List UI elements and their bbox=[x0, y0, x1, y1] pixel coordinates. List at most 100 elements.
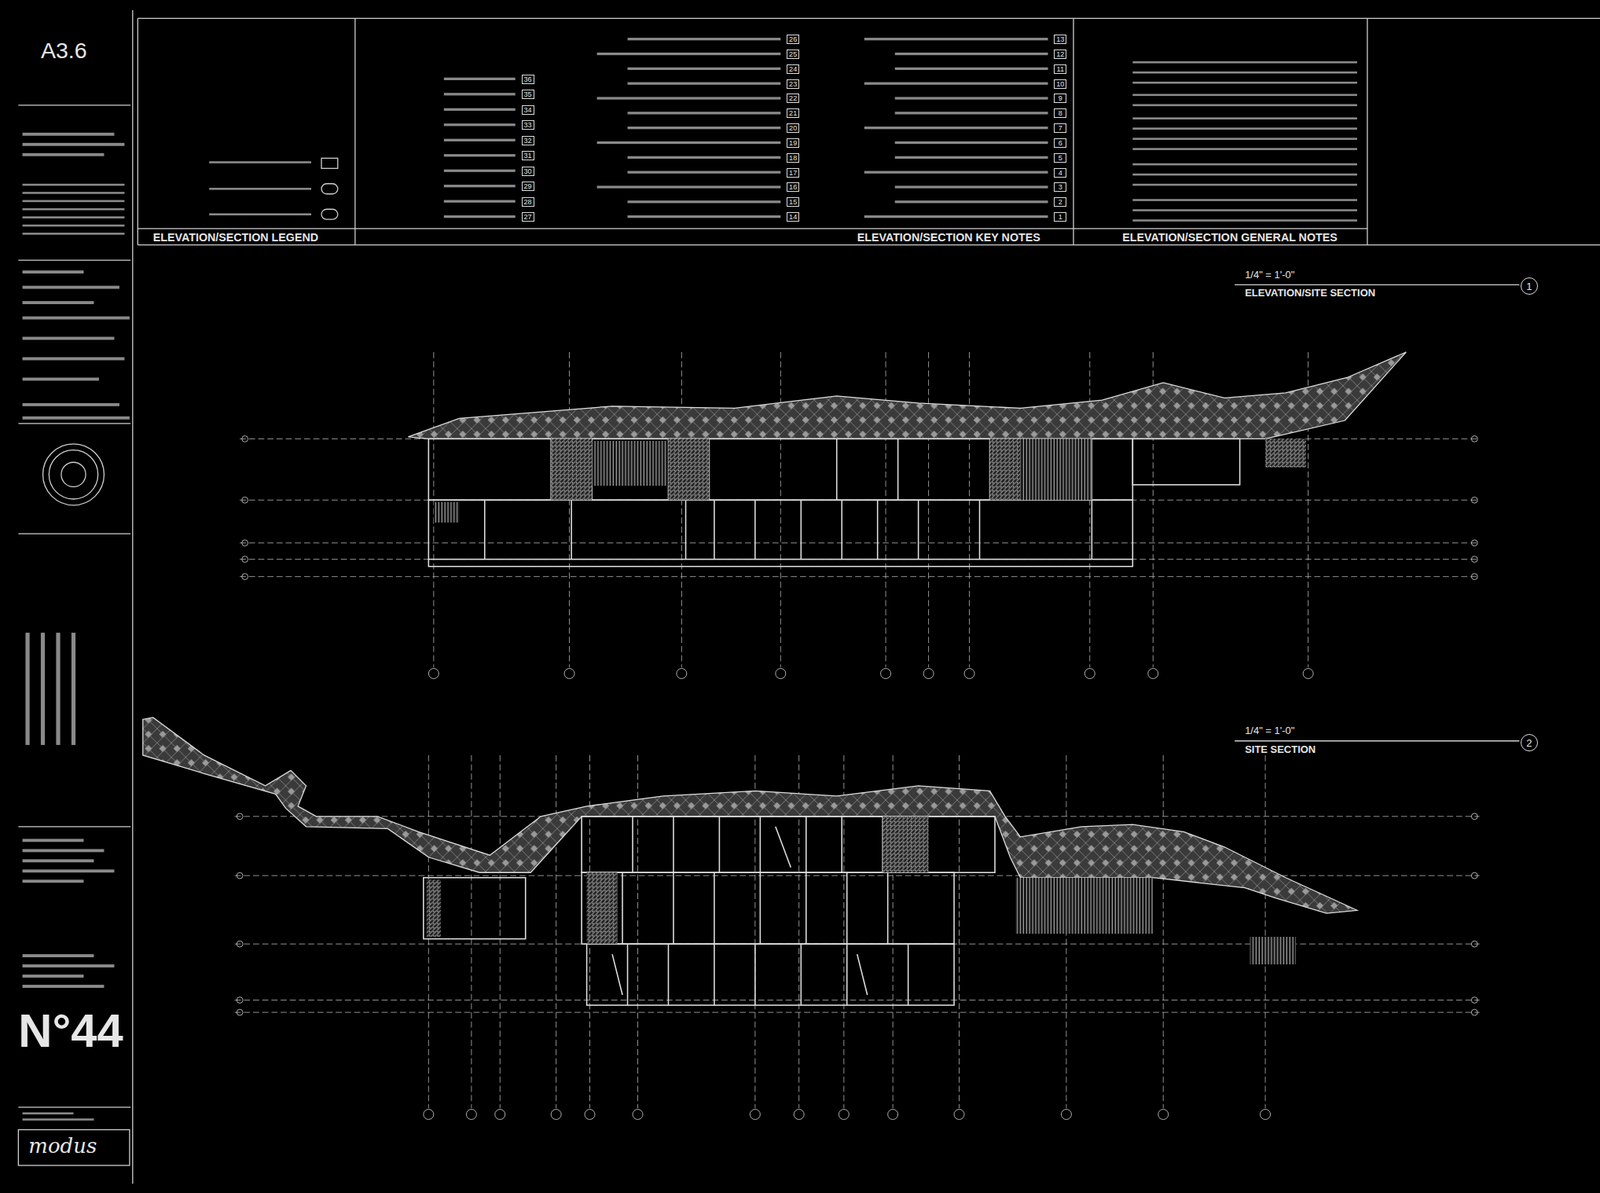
grid-line bbox=[470, 755, 472, 1109]
note-text-line bbox=[444, 169, 516, 173]
keynote-number: 2 bbox=[1053, 197, 1067, 207]
level-line bbox=[234, 875, 1480, 877]
grid-bubble bbox=[550, 1108, 562, 1120]
level-line bbox=[234, 999, 1480, 1001]
level-marker bbox=[236, 997, 243, 1004]
view-number: 2 bbox=[1520, 733, 1538, 752]
level-marker bbox=[242, 573, 249, 580]
grid-bubble bbox=[564, 668, 575, 679]
note-text-line bbox=[444, 154, 516, 157]
view-title: ELEVATION/SITE SECTION bbox=[1244, 287, 1376, 299]
keynote-number: 15 bbox=[786, 197, 800, 207]
level-line bbox=[239, 542, 1480, 544]
grid-bubble bbox=[954, 1108, 965, 1120]
level-marker bbox=[242, 496, 249, 503]
note-text-line bbox=[444, 215, 516, 218]
keynote-number: 34 bbox=[521, 105, 535, 115]
grid-bubble bbox=[1060, 1108, 1072, 1120]
note-text-line bbox=[627, 171, 782, 174]
scale-note: 1/4" = 1'-0" bbox=[1244, 269, 1295, 281]
keynote-number: 3 bbox=[1053, 182, 1067, 192]
keynote-number: 23 bbox=[786, 79, 800, 89]
keynote-number: 28 bbox=[521, 197, 535, 207]
level-marker bbox=[236, 872, 243, 879]
keynote-number: 24 bbox=[786, 64, 800, 74]
keynote-number: 32 bbox=[521, 135, 535, 146]
keynote-number: 4 bbox=[1053, 168, 1067, 178]
keynote-number: 17 bbox=[786, 168, 800, 178]
level-marker bbox=[236, 1009, 243, 1016]
grid-bubble bbox=[923, 668, 934, 679]
level-marker bbox=[242, 435, 249, 442]
note-text-line bbox=[444, 77, 516, 81]
level-marker bbox=[1471, 997, 1478, 1004]
keynote-number: 19 bbox=[786, 138, 800, 148]
keynote-number: 7 bbox=[1053, 123, 1067, 133]
note-text-line bbox=[627, 156, 782, 159]
keynote-number: 8 bbox=[1053, 108, 1067, 118]
grid-line bbox=[928, 352, 929, 668]
note-text-line bbox=[895, 67, 1049, 70]
grid-bubble bbox=[964, 668, 975, 679]
level-marker bbox=[1471, 496, 1478, 503]
level-line bbox=[234, 1012, 1480, 1013]
note-text-line bbox=[627, 37, 782, 41]
grid-bubble bbox=[1260, 1108, 1271, 1120]
note-text-line bbox=[444, 184, 516, 188]
grid-bubble bbox=[1148, 668, 1159, 679]
sheet-number: A3.6 bbox=[40, 38, 88, 63]
note-text-line bbox=[444, 200, 516, 203]
level-marker bbox=[1471, 539, 1478, 547]
note-text-line bbox=[627, 215, 782, 218]
keynote-number: 33 bbox=[521, 120, 535, 130]
grid-bubble bbox=[1302, 668, 1314, 679]
level-marker bbox=[1471, 435, 1478, 442]
keynote-number: 26 bbox=[786, 34, 800, 45]
note-text-line bbox=[627, 126, 782, 129]
keynote-number: 5 bbox=[1053, 153, 1067, 163]
grid-bubble bbox=[495, 1108, 506, 1120]
grid-bubble bbox=[1158, 1108, 1169, 1120]
note-text-line bbox=[864, 37, 1049, 41]
note-text-line bbox=[597, 96, 782, 100]
level-marker bbox=[236, 940, 243, 947]
level-marker bbox=[1471, 813, 1478, 820]
keynote-number: 1 bbox=[1053, 212, 1067, 222]
level-marker bbox=[1471, 1009, 1478, 1016]
grid-bubble bbox=[676, 668, 687, 679]
grid-bubble bbox=[880, 668, 892, 679]
keynote-number: 13 bbox=[1053, 34, 1067, 45]
grid-line bbox=[780, 352, 782, 668]
note-text-line bbox=[627, 82, 782, 85]
grid-line bbox=[681, 352, 683, 668]
note-text-line bbox=[895, 156, 1049, 159]
grid-line bbox=[1163, 755, 1164, 1109]
note-text-line bbox=[895, 141, 1049, 144]
grid-bubble bbox=[428, 668, 439, 679]
keynote-number: 14 bbox=[786, 212, 800, 222]
level-marker bbox=[242, 556, 249, 563]
keynote-number: 29 bbox=[521, 181, 535, 191]
note-text-line bbox=[627, 67, 782, 70]
note-text-line bbox=[864, 126, 1049, 129]
level-marker bbox=[1471, 573, 1478, 580]
note-text-line bbox=[627, 200, 782, 203]
scale-note: 1/4" = 1'-0" bbox=[1244, 725, 1295, 737]
note-text-line bbox=[895, 185, 1049, 188]
grid-bubble bbox=[632, 1108, 643, 1120]
level-marker bbox=[242, 539, 249, 547]
note-text-line bbox=[444, 108, 516, 111]
grid-bubble bbox=[888, 1108, 899, 1120]
keynote-number: 12 bbox=[1053, 49, 1067, 59]
grid-line bbox=[885, 352, 887, 668]
grid-line bbox=[1265, 755, 1267, 1109]
grid-bubble bbox=[775, 668, 786, 679]
grid-line bbox=[1089, 352, 1090, 668]
grid-bubble bbox=[466, 1108, 477, 1120]
grid-bubble bbox=[584, 1108, 595, 1120]
keynote-number: 35 bbox=[521, 89, 535, 100]
level-marker bbox=[1471, 940, 1478, 947]
keynote-number: 27 bbox=[521, 212, 535, 222]
